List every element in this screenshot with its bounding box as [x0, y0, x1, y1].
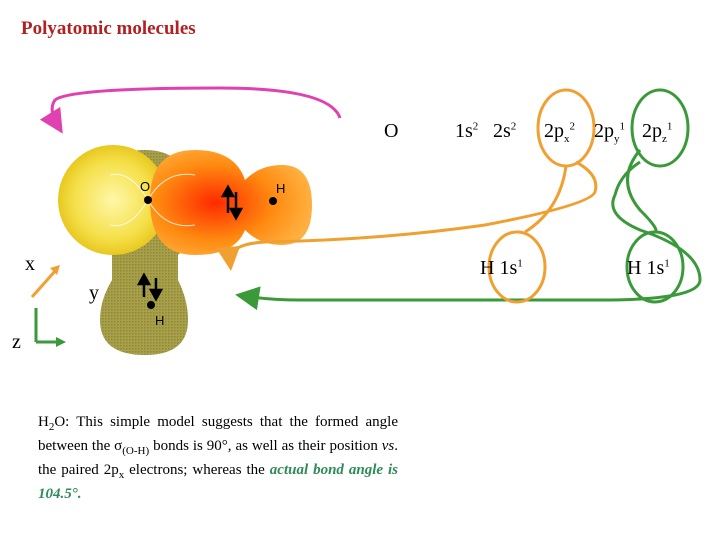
config-2py: 2py1 — [594, 120, 625, 145]
ring-2pz — [630, 88, 690, 168]
orange-connector-arrow — [216, 160, 598, 271]
orbital-label-h-bottom: H — [155, 313, 165, 328]
magenta-connector-arrow — [39, 86, 342, 134]
electron-arrow-py — [136, 272, 164, 302]
hydrogen-nucleus-bottom — [147, 301, 155, 309]
ring-link-green — [626, 149, 658, 234]
electron-pair-arrows — [220, 184, 244, 221]
oxygen-nucleus — [144, 196, 152, 204]
axis-z-arrow — [36, 337, 66, 347]
hydrogen-nucleus-top — [269, 197, 277, 205]
page-title: Polyatomic molecules — [21, 18, 196, 39]
config-2s: 2s2 — [493, 120, 517, 142]
green-connector-arrow — [235, 160, 702, 311]
config-1s: 1s2 — [455, 120, 479, 142]
h-center-config: H 1s1 — [480, 257, 523, 279]
o-atom-label: O — [384, 120, 399, 142]
caption-text: H2O: This simple model suggests that the… — [38, 414, 399, 502]
h-right-config: H 1s1 — [627, 257, 670, 279]
s-orbital — [58, 145, 168, 255]
axis-x-arrow — [30, 265, 60, 298]
config-2px: 2px2 — [544, 120, 575, 145]
axis-z-label: z — [12, 331, 21, 353]
orbital-label-o: O — [140, 179, 151, 194]
overlap-lines — [109, 173, 196, 227]
axis-x-label: x — [25, 253, 35, 275]
px-orbital — [150, 150, 312, 255]
axis-y-label: y — [89, 282, 99, 304]
ring-h-center — [487, 230, 547, 304]
config-2pz: 2pz1 — [642, 120, 673, 145]
orbital-label-h-top: H — [276, 181, 286, 196]
bond-angle-highlight: actual bond angle is 104.5°. — [38, 462, 398, 502]
ring-link-orange — [524, 165, 568, 234]
